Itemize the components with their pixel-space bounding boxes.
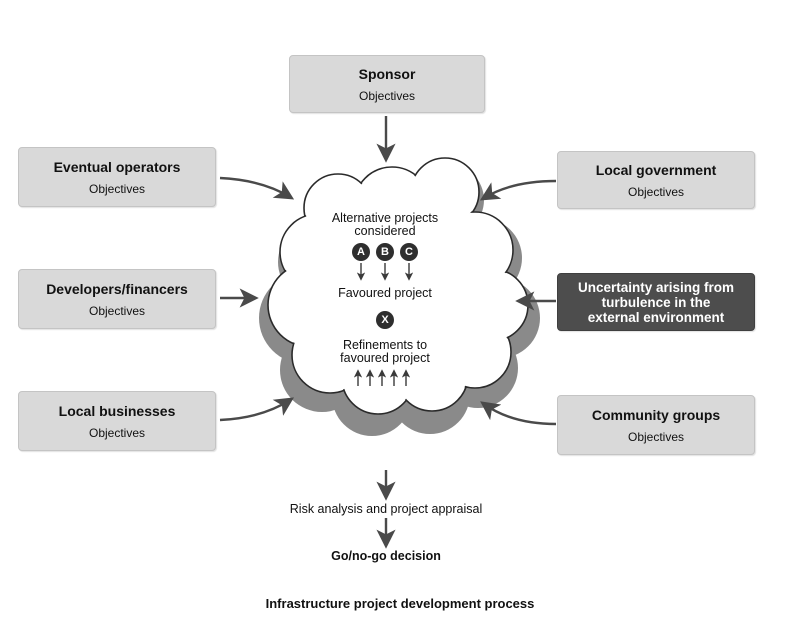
arrow-local-government bbox=[479, 179, 557, 201]
sponsor-subtitle: Objectives bbox=[358, 88, 416, 103]
local-businesses-box: Local businesses Objectives bbox=[18, 391, 216, 451]
favoured-project-marker: X bbox=[376, 311, 394, 329]
developers-financers-title: Developers/financers bbox=[46, 280, 188, 297]
alternative-projects-label: Alternative projects considered bbox=[310, 212, 460, 238]
alternative-projects-line-2: considered bbox=[354, 224, 416, 238]
uncertainty-line-2: turbulence in the bbox=[601, 294, 711, 310]
local-businesses-subtitle: Objectives bbox=[88, 425, 146, 440]
uncertainty-line-3: external environment bbox=[587, 309, 725, 325]
eventual-operators-box: Eventual operators Objectives bbox=[18, 147, 216, 207]
arrow-eventual-operators bbox=[219, 176, 295, 200]
sponsor-title: Sponsor bbox=[358, 65, 416, 82]
community-groups-box: Community groups Objectives bbox=[557, 395, 755, 455]
eventual-operators-title: Eventual operators bbox=[53, 158, 181, 175]
developers-financers-box: Developers/financers Objectives bbox=[18, 269, 216, 329]
community-groups-title: Community groups bbox=[591, 406, 721, 423]
option-b-marker: B bbox=[376, 243, 394, 261]
option-arrows bbox=[356, 263, 414, 281]
local-government-subtitle: Objectives bbox=[627, 184, 685, 199]
eventual-operators-subtitle: Objectives bbox=[88, 181, 146, 196]
option-a-marker: A bbox=[352, 243, 370, 261]
community-groups-subtitle: Objectives bbox=[627, 429, 685, 444]
developers-financers-subtitle: Objectives bbox=[88, 303, 146, 318]
arrow-community-groups bbox=[480, 401, 557, 426]
local-businesses-title: Local businesses bbox=[58, 402, 176, 419]
local-government-box: Local government Objectives bbox=[557, 151, 755, 209]
refinement-arrows bbox=[353, 369, 411, 386]
cloud-fill bbox=[269, 159, 527, 413]
refinements-line-1: Refinements to bbox=[342, 338, 428, 352]
sponsor-box: Sponsor Objectives bbox=[289, 55, 485, 113]
risk-analysis-label: Risk analysis and project appraisal bbox=[289, 502, 483, 516]
local-government-title: Local government bbox=[595, 161, 717, 178]
diagram-caption: Infrastructure project development proce… bbox=[265, 596, 535, 611]
favoured-project-label: Favoured project bbox=[338, 286, 432, 300]
arrow-local-businesses bbox=[219, 397, 295, 422]
refinements-line-2: favoured project bbox=[340, 351, 430, 365]
uncertainty-box: Uncertainty arising from turbulence in t… bbox=[557, 273, 755, 331]
stakeholder-arrows bbox=[219, 116, 557, 549]
alternative-projects-line-1: Alternative projects bbox=[331, 211, 439, 225]
option-c-marker: C bbox=[400, 243, 418, 261]
uncertainty-line-1: Uncertainty arising from bbox=[577, 279, 735, 295]
go-no-go-decision-label: Go/no-go decision bbox=[331, 549, 441, 563]
refinements-label: Refinements to favoured project bbox=[310, 339, 460, 365]
